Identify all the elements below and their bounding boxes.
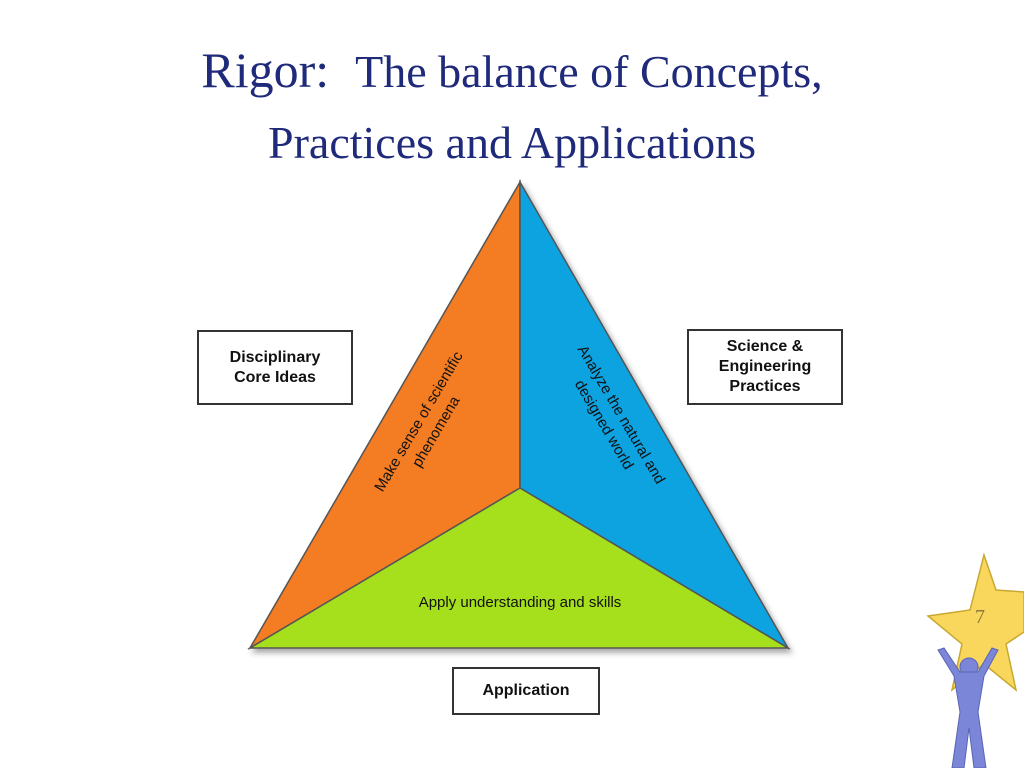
title-rigor: Rigor:	[201, 42, 330, 98]
disciplinary-core-ideas-box: Disciplinary Core Ideas	[197, 330, 353, 405]
star-icon	[926, 552, 1024, 692]
application-label: Application	[482, 682, 570, 699]
application-box: Application	[452, 667, 600, 715]
disciplinary-core-ideas-label: Disciplinary Core Ideas	[229, 348, 321, 386]
title-line2: Practices and Applications	[268, 117, 756, 168]
title-balance: The balance of Concepts,	[355, 46, 823, 97]
page-title: Rigor: The balance of Concepts, Practices…	[0, 40, 1024, 173]
slide-number: 7	[975, 606, 985, 628]
science-engineering-practices-box: Science & Engineering Practices	[687, 329, 843, 405]
bottom-face-label: Apply understanding and skills	[419, 594, 622, 611]
science-engineering-practices-label: Science & Engineering Practices	[718, 338, 812, 395]
bottom-face	[247, 487, 791, 649]
person-icon	[937, 647, 999, 768]
